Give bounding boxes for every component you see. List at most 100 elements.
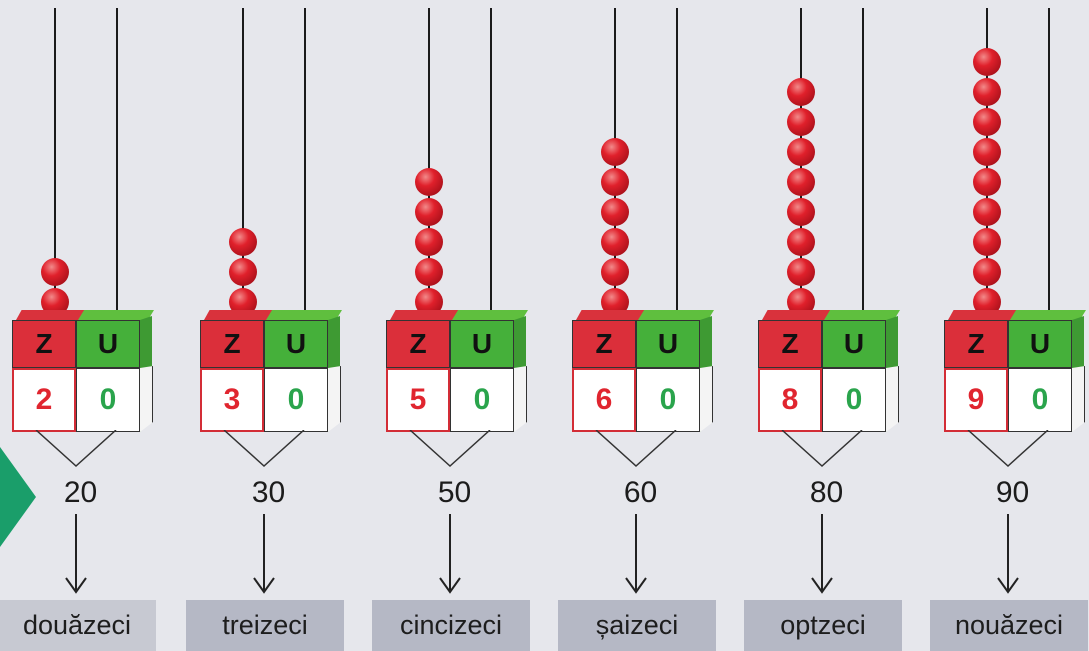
bead: [229, 258, 257, 286]
units-rod: [490, 8, 492, 316]
units-cube-top: [78, 310, 154, 320]
tens-digit: 6: [572, 368, 636, 432]
units-cube-top: [452, 310, 528, 320]
units-digit: 0: [1008, 368, 1072, 432]
branch-lines: [967, 430, 1049, 468]
units-cube-top: [824, 310, 900, 320]
tens-rod: [54, 8, 56, 316]
tens-cube-top: [762, 310, 832, 320]
number-word-label: șaizeci: [558, 600, 716, 651]
down-arrow-icon: [253, 514, 275, 594]
bead: [787, 198, 815, 226]
tens-digit: 9: [944, 368, 1008, 432]
units-header: U: [264, 320, 328, 368]
branch-lines: [223, 430, 305, 468]
units-digit: 0: [264, 368, 328, 432]
tens-digit: 5: [386, 368, 450, 432]
number-word-label: douăzeci: [0, 600, 156, 651]
number-word-label: optzeci: [744, 600, 902, 651]
bead: [601, 168, 629, 196]
place-value-group: Z U 8 0 80 optzeci: [744, 0, 902, 651]
place-value-group: Z U 6 0 60 șaizeci: [558, 0, 716, 651]
number-word-label: treizeci: [186, 600, 344, 651]
units-cube-top: [1010, 310, 1086, 320]
place-value-group: Z U 9 0 90 nouăzeci: [930, 0, 1088, 651]
units-digit: 0: [822, 368, 886, 432]
tens-digit: 3: [200, 368, 264, 432]
down-arrow-icon: [811, 514, 833, 594]
bead: [787, 228, 815, 256]
number-value: 50: [437, 476, 472, 509]
branch-lines: [781, 430, 863, 468]
tens-rod: [242, 8, 244, 316]
tens-digit: 8: [758, 368, 822, 432]
number-value: 80: [809, 476, 844, 509]
bead: [787, 78, 815, 106]
bead: [601, 228, 629, 256]
bead: [601, 198, 629, 226]
bead: [415, 168, 443, 196]
down-arrow-icon: [997, 514, 1019, 594]
down-arrow-icon: [65, 514, 87, 594]
number-word-label: cincizeci: [372, 600, 530, 651]
units-header: U: [822, 320, 886, 368]
units-rod: [116, 8, 118, 316]
tens-cube-top: [390, 310, 460, 320]
place-value-group: Z U 2 0 20 douăzeci: [0, 0, 156, 651]
units-rod: [862, 8, 864, 316]
units-digit: 0: [450, 368, 514, 432]
units-header: U: [636, 320, 700, 368]
bead: [973, 138, 1001, 166]
number-value: 20: [63, 476, 98, 509]
branch-lines: [409, 430, 491, 468]
units-header: U: [1008, 320, 1072, 368]
units-header: U: [76, 320, 140, 368]
tens-header: Z: [572, 320, 636, 368]
tens-header: Z: [758, 320, 822, 368]
bead: [229, 228, 257, 256]
tens-rod: [428, 8, 430, 316]
tens-header: Z: [386, 320, 450, 368]
units-digit: 0: [76, 368, 140, 432]
number-value: 60: [623, 476, 658, 509]
cube-side-lower: [514, 366, 527, 432]
bead: [973, 108, 1001, 136]
bead: [973, 78, 1001, 106]
bead: [973, 198, 1001, 226]
units-rod: [1048, 8, 1050, 316]
bead: [415, 198, 443, 226]
cube-side-lower: [700, 366, 713, 432]
number-value: 30: [251, 476, 286, 509]
units-header: U: [450, 320, 514, 368]
bead: [41, 258, 69, 286]
cube-side-lower: [140, 366, 153, 432]
tens-header: Z: [12, 320, 76, 368]
down-arrow-icon: [439, 514, 461, 594]
tens-cube-top: [948, 310, 1018, 320]
bead: [601, 258, 629, 286]
tens-cube-top: [576, 310, 646, 320]
pointer-triangle-icon: [0, 447, 36, 547]
place-value-group: Z U 5 0 50 cincizeci: [372, 0, 530, 651]
cube-side-lower: [328, 366, 341, 432]
bead: [787, 168, 815, 196]
bead: [973, 228, 1001, 256]
tens-header: Z: [944, 320, 1008, 368]
cube-side-lower: [886, 366, 899, 432]
place-value-group: Z U 3 0 30 treizeci: [186, 0, 344, 651]
number-value: 90: [995, 476, 1030, 509]
branch-lines: [595, 430, 677, 468]
units-cube-top: [266, 310, 342, 320]
bead: [415, 228, 443, 256]
bead: [787, 258, 815, 286]
tens-cube-top: [16, 310, 86, 320]
bead: [787, 138, 815, 166]
tens-digit: 2: [12, 368, 76, 432]
units-rod: [676, 8, 678, 316]
bead: [973, 258, 1001, 286]
units-digit: 0: [636, 368, 700, 432]
bead: [973, 48, 1001, 76]
bead: [973, 168, 1001, 196]
units-rod: [304, 8, 306, 316]
